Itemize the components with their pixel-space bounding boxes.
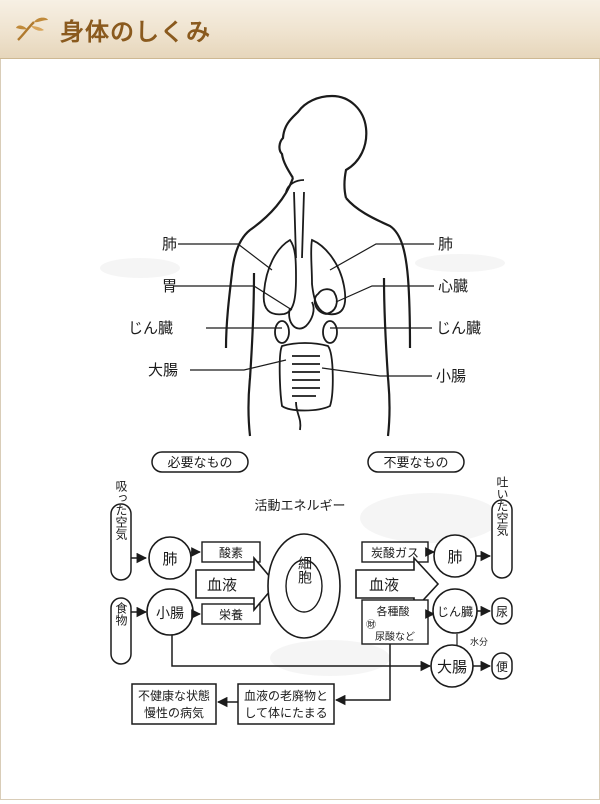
lung-out-text: 肺 (447, 548, 462, 566)
inhaled-air-pill (110, 503, 132, 581)
unneeded-pill: 不要なもの (367, 451, 465, 473)
waste-text-2: して体にたまる (244, 706, 327, 720)
exhaled-air-pill (491, 499, 513, 579)
water-text: 水分 (470, 636, 488, 648)
blood-in-text: 血液 (207, 576, 237, 594)
large-intestine-text: 大腸 (437, 658, 467, 676)
acids-text-2: 尿酸など (375, 630, 415, 643)
leaf-sprout-icon (16, 17, 48, 41)
acids-example-mark: ㊖ (366, 619, 376, 631)
disease-box (131, 683, 217, 725)
flow-diagram: 必要なもの 不要なもの 活動エネルギー 吸った空気 食物 肺 小腸 酸素 栄養 … (110, 451, 513, 725)
food-pill (110, 597, 132, 665)
organs (262, 179, 347, 431)
page-title: 身体のしくみ (60, 18, 211, 46)
label-left-lung: 肺 (162, 235, 177, 253)
oxygen-box (201, 541, 261, 563)
blood-in-arrow (195, 555, 278, 613)
needed-pill: 必要なもの (151, 451, 249, 473)
nutrients-text: 栄養 (219, 607, 243, 622)
stool-text: 便 (496, 660, 508, 674)
anatomy-labels: 肺 胃 じん臓 大腸 肺 心臓 じん臓 小腸 (128, 235, 481, 385)
energy-label: 活動エネルギー (254, 499, 345, 514)
blood-out-text: 血液 (369, 576, 399, 594)
needed-label: 必要なもの (167, 456, 232, 471)
unneeded-label: 不要なもの (383, 456, 448, 471)
cell-text: 細胞 (296, 556, 312, 584)
label-left-stomach: 胃 (162, 277, 177, 295)
acids-box (361, 599, 429, 645)
urine-pill (491, 597, 513, 625)
exhaled-air-text: 吐いた空気 (495, 476, 509, 537)
lung-in-circle (148, 536, 192, 580)
acids-text-1: 各種酸 (377, 604, 410, 618)
label-right-small-intestine: 小腸 (436, 367, 466, 385)
nutrients-box (201, 603, 261, 625)
label-left-kidney: じん臓 (128, 319, 173, 337)
label-right-kidney: じん臓 (436, 319, 481, 337)
page-header: 身体のしくみ (0, 0, 600, 59)
label-right-heart: 心臓 (438, 277, 468, 295)
body-silhouette (224, 94, 412, 437)
stool-pill (491, 652, 513, 680)
lung-in-text: 肺 (162, 550, 177, 568)
scan-texture (100, 254, 505, 676)
kidney-text: じん臓 (437, 605, 473, 619)
blood-out-arrow (355, 555, 440, 613)
urine-text: 尿 (496, 605, 508, 619)
label-right-lung: 肺 (438, 235, 453, 253)
co2-text: 炭酸ガス (371, 545, 419, 560)
small-intestine-text: 小腸 (156, 606, 184, 622)
body-mechanism-diagram: 肺 胃 じん臓 大腸 肺 心臓 じん臓 小腸 必要なもの 不要なもの 活動エネル… (0, 58, 600, 800)
label-left-large-intestine: 大腸 (148, 361, 178, 379)
food-text: 食物 (114, 601, 128, 626)
inhaled-air-text: 吸った空気 (114, 480, 128, 541)
oxygen-text: 酸素 (219, 545, 243, 560)
waste-text-1: 血液の老廃物と (244, 688, 328, 703)
cell-inner (285, 559, 323, 613)
waste-box (237, 683, 335, 725)
disease-text-2: 慢性の病気 (144, 705, 204, 720)
leader-lines (174, 243, 434, 377)
disease-text-1: 不健康な状態 (138, 688, 210, 703)
